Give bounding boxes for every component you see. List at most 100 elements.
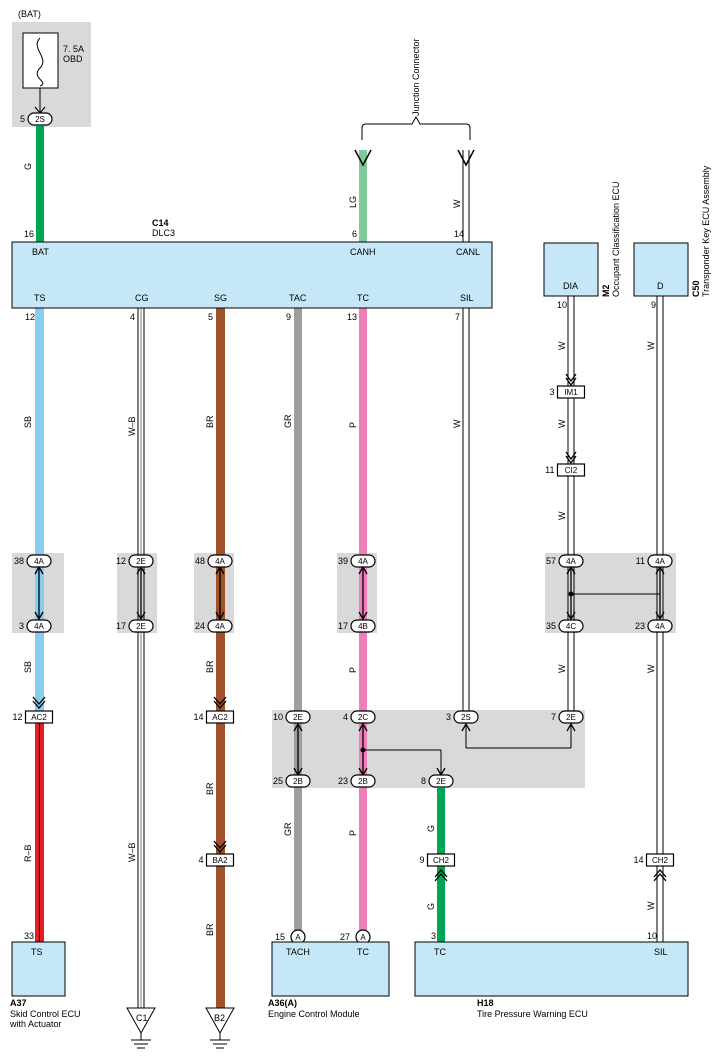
- dlc3-label-canl: CANL: [456, 247, 480, 257]
- connector-pin: 17: [338, 621, 348, 631]
- svg-text:SB: SB: [23, 416, 33, 428]
- connector-j2e-tpw: 2E 8: [421, 774, 454, 788]
- connector-id: 4A: [566, 557, 576, 566]
- connector-id: A: [295, 933, 301, 942]
- connector-id: 4A: [655, 557, 665, 566]
- connector-pin: 24: [195, 621, 205, 631]
- dlc3-pin-ts: 12: [25, 312, 35, 322]
- junction-areas: [12, 22, 676, 788]
- occupant-ecu-pin: 10: [557, 300, 567, 310]
- connector-pin: 10: [273, 712, 283, 722]
- svg-text:W: W: [646, 341, 656, 350]
- connector-id: CI2: [565, 466, 578, 475]
- connector-pin: 38: [14, 556, 24, 566]
- fuse-box: [22, 32, 59, 89]
- fuse-rating: 7. 5A: [63, 44, 84, 54]
- svg-text:W: W: [557, 341, 567, 350]
- connector-j2e-cg-bot: 2E 17: [116, 619, 154, 633]
- svg-text:G: G: [23, 163, 33, 170]
- connector-id: 2S: [461, 713, 471, 722]
- svg-text:G: G: [426, 825, 436, 832]
- connector-id: CH2: [652, 856, 669, 865]
- engine-ecu-terminal-tach: TACH: [286, 947, 310, 957]
- connector-j2e-tac: 2E 10: [273, 710, 311, 724]
- connector-pin: 11: [545, 465, 554, 475]
- occupant-ecu-box: [543, 242, 599, 297]
- connector-id: AC2: [212, 713, 228, 722]
- connector-pin: 4: [198, 855, 203, 865]
- fuse-name: OBD: [63, 54, 83, 64]
- connector-pin: 7: [551, 712, 556, 722]
- tpw-ecu-box: [414, 941, 689, 997]
- dlc3-code: C14: [152, 218, 169, 228]
- svg-text:W: W: [557, 664, 567, 673]
- connector-pin: 27: [340, 932, 350, 942]
- connectors: 2S5IM13CI2114A384A32E122E174A484A244A394…: [12, 112, 675, 945]
- transponder-ecu-code: C50: [691, 280, 701, 297]
- dlc3-label-sg: SG: [214, 293, 227, 303]
- connector-ac2-sg: AC2 14: [193, 710, 235, 724]
- transponder-ecu-name: Transponder Key ECU Assembly: [701, 165, 711, 297]
- wire-color-labels: G LG W SB W–B BR GR P W W W W W SB BR P …: [23, 163, 656, 936]
- junction-bracket: [361, 115, 471, 140]
- connector-j2s-sil: 2S 3: [446, 710, 479, 724]
- svg-text:BR: BR: [205, 923, 215, 936]
- svg-text:SB: SB: [23, 661, 33, 673]
- svg-text:BR: BR: [205, 660, 215, 673]
- dlc3-pin-cg: 4: [130, 312, 135, 322]
- connector-pin: 57: [546, 556, 556, 566]
- skid-ecu-code: A37: [10, 998, 27, 1008]
- svg-text:W: W: [452, 199, 462, 208]
- occupant-ecu-code: M2: [601, 284, 611, 297]
- connector-pin: 14: [633, 855, 643, 865]
- dlc3-label-tac: TAC: [289, 293, 307, 303]
- tpw-ecu-pin-tc: 3: [431, 931, 436, 941]
- connector-pin: 3: [446, 712, 451, 722]
- ground-b2-label: B2: [214, 1013, 225, 1023]
- tpw-ecu-pin-sil: 10: [647, 931, 657, 941]
- connector-j4a-dia-top: 4A 57: [546, 554, 584, 568]
- connector-pin: 4: [343, 712, 348, 722]
- skid-ecu-name-1: Skid Control ECU: [10, 1009, 81, 1019]
- connector-j4a-d-top: 4A 11: [636, 554, 673, 568]
- connector-id: 2E: [436, 777, 446, 786]
- svg-text:W: W: [452, 419, 462, 428]
- dlc3-label-tc: TC: [357, 293, 369, 303]
- connector-id: 4A: [655, 622, 665, 631]
- svg-text:W: W: [557, 511, 567, 520]
- connector-id: 2E: [293, 713, 303, 722]
- svg-text:BR: BR: [205, 782, 215, 795]
- connector-id: 2E: [566, 713, 576, 722]
- connector-pin: 23: [635, 621, 645, 631]
- connector-pin: 8: [421, 776, 426, 786]
- connector-id: 2E: [136, 622, 146, 631]
- occupant-ecu-terminal: DIA: [563, 281, 578, 291]
- connector-pin: 11: [636, 556, 645, 566]
- connector-pin: 9: [419, 855, 424, 865]
- svg-text:R–B: R–B: [23, 844, 33, 862]
- connector-pin: 17: [116, 621, 126, 631]
- connector-pin: 3: [549, 387, 554, 397]
- connector-id: 4C: [566, 622, 576, 631]
- connector-id: CH2: [433, 856, 450, 865]
- connector-pin: 14: [193, 712, 203, 722]
- svg-text:P: P: [348, 422, 358, 428]
- skid-ecu-pin: 33: [24, 931, 34, 941]
- connector-ch2-tc: CH2 9: [419, 853, 456, 867]
- dlc3-pin-tc: 13: [347, 312, 357, 322]
- connector-pin: 25: [273, 776, 283, 786]
- transponder-ecu-box: [633, 242, 689, 297]
- connector-pin: 3: [19, 621, 24, 631]
- skid-ecu-box: [11, 941, 66, 997]
- ground-b2: B2: [205, 1007, 235, 1049]
- connector-a-tach: A15: [275, 929, 306, 945]
- tpw-ecu-code: H18: [477, 998, 494, 1008]
- connector-c2s-top: 2S5: [20, 112, 53, 126]
- connector-id: AC2: [31, 713, 47, 722]
